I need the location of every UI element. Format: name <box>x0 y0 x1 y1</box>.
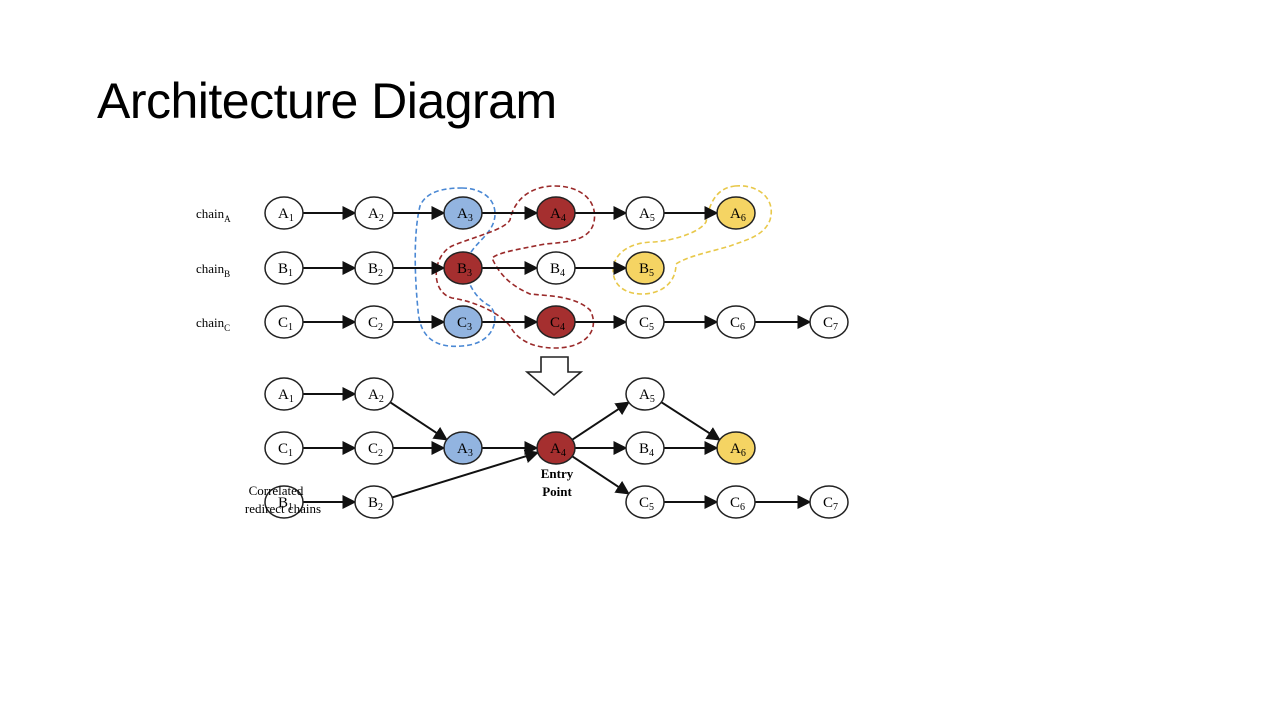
edge-bB2-bA4 <box>391 449 540 499</box>
node-a3 <box>443 431 483 465</box>
node-label: C6 <box>730 495 745 513</box>
node-c5 <box>625 305 665 339</box>
node-b2 <box>354 251 394 285</box>
node-b1 <box>264 251 304 285</box>
node-c5 <box>625 485 665 519</box>
node-a6 <box>716 431 756 465</box>
node-c7 <box>809 485 849 519</box>
top-edges <box>303 206 812 329</box>
node-label: C2 <box>368 441 383 459</box>
node-label: C1 <box>278 315 293 333</box>
node-label: A2 <box>368 206 384 224</box>
node-label: C5 <box>639 315 654 333</box>
slide-title: Architecture Diagram <box>97 73 557 129</box>
node-c2 <box>354 431 394 465</box>
correlated-label: Correlated <box>249 483 304 498</box>
node-c2 <box>354 305 394 339</box>
node-c6 <box>716 305 756 339</box>
node-a1 <box>264 377 304 411</box>
node-b5 <box>625 251 665 285</box>
node-label: B4 <box>550 261 565 279</box>
node-a2 <box>354 196 394 230</box>
node-a5 <box>625 377 665 411</box>
node-label: A5 <box>639 206 655 224</box>
node-label: A4 <box>550 206 566 224</box>
node-a1 <box>264 196 304 230</box>
node-b2 <box>354 485 394 519</box>
node-label: C7 <box>823 315 838 333</box>
red-group-outline <box>435 185 596 349</box>
node-label: C6 <box>730 315 745 333</box>
chain-label-a: chainA <box>196 206 231 224</box>
chain-label-c: chainC <box>196 315 230 333</box>
node-label: C5 <box>639 495 654 513</box>
correlated-label-2: redirect chains <box>245 501 321 516</box>
node-a4 <box>536 196 576 230</box>
node-label: B3 <box>457 261 472 279</box>
node-c1 <box>264 305 304 339</box>
edge-bA4-bC5 <box>571 455 630 495</box>
blue-group-outline <box>414 187 496 348</box>
node-b4 <box>536 251 576 285</box>
node-label: A2 <box>368 387 384 405</box>
node-c3 <box>443 305 483 339</box>
node-label: A6 <box>730 441 746 459</box>
node-label: B1 <box>278 261 293 279</box>
edge-bA4-bA5 <box>571 401 630 441</box>
node-label: B2 <box>368 261 383 279</box>
node-label: A1 <box>278 387 294 405</box>
node-b4 <box>625 431 665 465</box>
edge-bA2-bA3 <box>389 401 448 441</box>
node-label: B5 <box>639 261 654 279</box>
node-c4 <box>536 305 576 339</box>
node-label: C4 <box>550 315 565 333</box>
chain-label-b: chainB <box>196 261 230 279</box>
bottom-edges <box>303 387 812 509</box>
node-a3 <box>443 196 483 230</box>
node-label: A3 <box>457 441 473 459</box>
node-label: C1 <box>278 441 293 459</box>
entry-point-label: Entry <box>541 466 574 481</box>
node-b3 <box>443 251 483 285</box>
edge-bA5-bA6 <box>660 401 721 441</box>
node-label: C7 <box>823 495 838 513</box>
node-label: B4 <box>639 441 654 459</box>
node-label: B1 <box>278 495 293 513</box>
node-a2 <box>354 377 394 411</box>
chain-labels: chainA chainB chainC <box>196 206 231 333</box>
entry-point-label-2: Point <box>542 484 572 499</box>
node-c6 <box>716 485 756 519</box>
node-b1 <box>264 485 304 519</box>
yellow-group-outline <box>612 185 773 295</box>
group-outlines <box>414 185 773 349</box>
node-a6 <box>716 196 756 230</box>
node-label: C2 <box>368 315 383 333</box>
node-label: A4 <box>550 441 566 459</box>
node-c7 <box>809 305 849 339</box>
transform-down-arrow-icon <box>524 356 584 397</box>
node-label: A3 <box>457 206 473 224</box>
node-a5 <box>625 196 665 230</box>
node-label: A5 <box>639 387 655 405</box>
node-label: A1 <box>278 206 294 224</box>
node-label: C3 <box>457 315 472 333</box>
node-c1 <box>264 431 304 465</box>
node-a4 <box>536 431 576 465</box>
node-label: A6 <box>730 206 746 224</box>
node-label: B2 <box>368 495 383 513</box>
